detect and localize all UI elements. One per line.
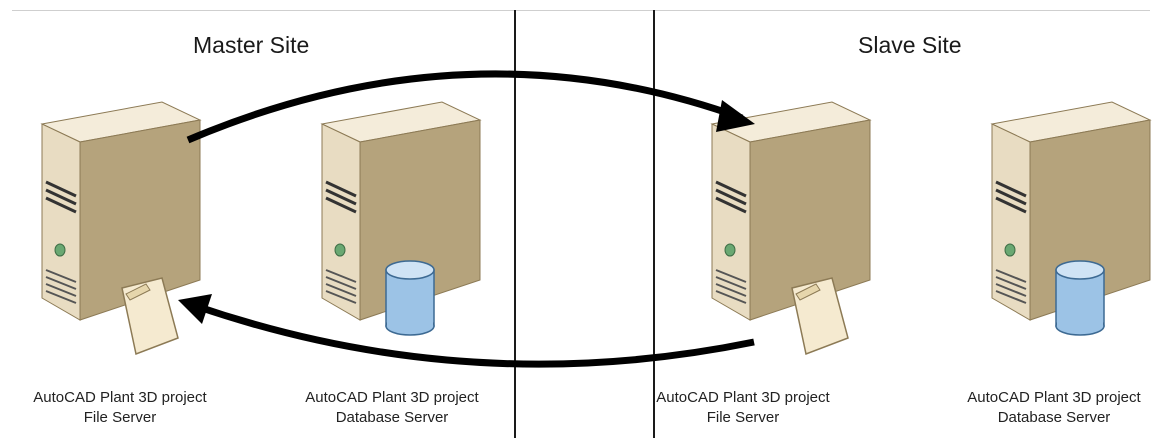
caption-line1: AutoCAD Plant 3D project [967, 389, 1141, 406]
drive-bay [45, 188, 77, 206]
master-file-server [40, 101, 202, 356]
caption-line1: AutoCAD Plant 3D project [33, 389, 207, 406]
top-rule [12, 10, 1150, 11]
replication-arrow-to-slave [186, 70, 744, 144]
database-body-fill [1057, 310, 1103, 326]
master-site-title: Master Site [193, 32, 310, 58]
drive-bay [325, 196, 357, 214]
divider-right [653, 10, 655, 438]
power-led [334, 243, 346, 257]
database-top [1055, 260, 1105, 280]
drive-bay [325, 180, 357, 198]
vent-line [715, 290, 747, 304]
caption-master-file: AutoCAD Plant 3D project File Server [0, 388, 240, 428]
caption-line2: Database Server [335, 409, 449, 426]
drive-bay [715, 196, 747, 214]
power-led [1004, 243, 1016, 257]
drive-bay [995, 196, 1027, 214]
vent-line [995, 276, 1027, 290]
caption-line2: Database Server [997, 409, 1111, 426]
slave-file-server [710, 101, 872, 356]
drive-bay [715, 188, 747, 206]
divider-left [514, 10, 516, 438]
power-led [724, 243, 736, 257]
folder-tab [125, 283, 151, 301]
arrowhead-to-slave [716, 100, 755, 132]
arrowhead-to-master [178, 294, 212, 324]
vent-line [715, 283, 747, 297]
vent-line [45, 283, 77, 297]
caption-slave-file: AutoCAD Plant 3D project File Server [623, 388, 863, 428]
caption-line2: File Server [706, 409, 780, 426]
vent-line [45, 276, 77, 290]
drive-bay [45, 180, 77, 198]
database-top [385, 260, 435, 280]
vent-line [45, 269, 77, 283]
vent-line [325, 283, 357, 297]
replication-arrow-to-master [194, 302, 755, 368]
vent-line [715, 269, 747, 283]
database-body-fill [387, 310, 433, 326]
caption-line1: AutoCAD Plant 3D project [305, 389, 479, 406]
server-front [41, 123, 81, 321]
caption-slave-db: AutoCAD Plant 3D project Database Server [934, 388, 1154, 428]
folder-tab [795, 283, 821, 301]
drive-bay [715, 180, 747, 198]
slave-site-title: Slave Site [858, 32, 962, 58]
power-led [54, 243, 66, 257]
master-database-server [320, 101, 482, 336]
slave-database-server [990, 101, 1152, 336]
drive-bay [995, 188, 1027, 206]
vent-line [715, 276, 747, 290]
caption-master-db: AutoCAD Plant 3D project Database Server [272, 388, 512, 428]
vent-line [995, 269, 1027, 283]
server-front [321, 123, 361, 321]
vent-line [995, 290, 1027, 304]
caption-line2: File Server [83, 409, 157, 426]
vent-line [45, 290, 77, 304]
caption-line1: AutoCAD Plant 3D project [656, 389, 830, 406]
vent-line [325, 290, 357, 304]
drive-bay [995, 180, 1027, 198]
server-front [991, 123, 1031, 321]
vent-line [325, 269, 357, 283]
vent-line [995, 283, 1027, 297]
drive-bay [325, 188, 357, 206]
vent-line [325, 276, 357, 290]
server-front [711, 123, 751, 321]
drive-bay [45, 196, 77, 214]
